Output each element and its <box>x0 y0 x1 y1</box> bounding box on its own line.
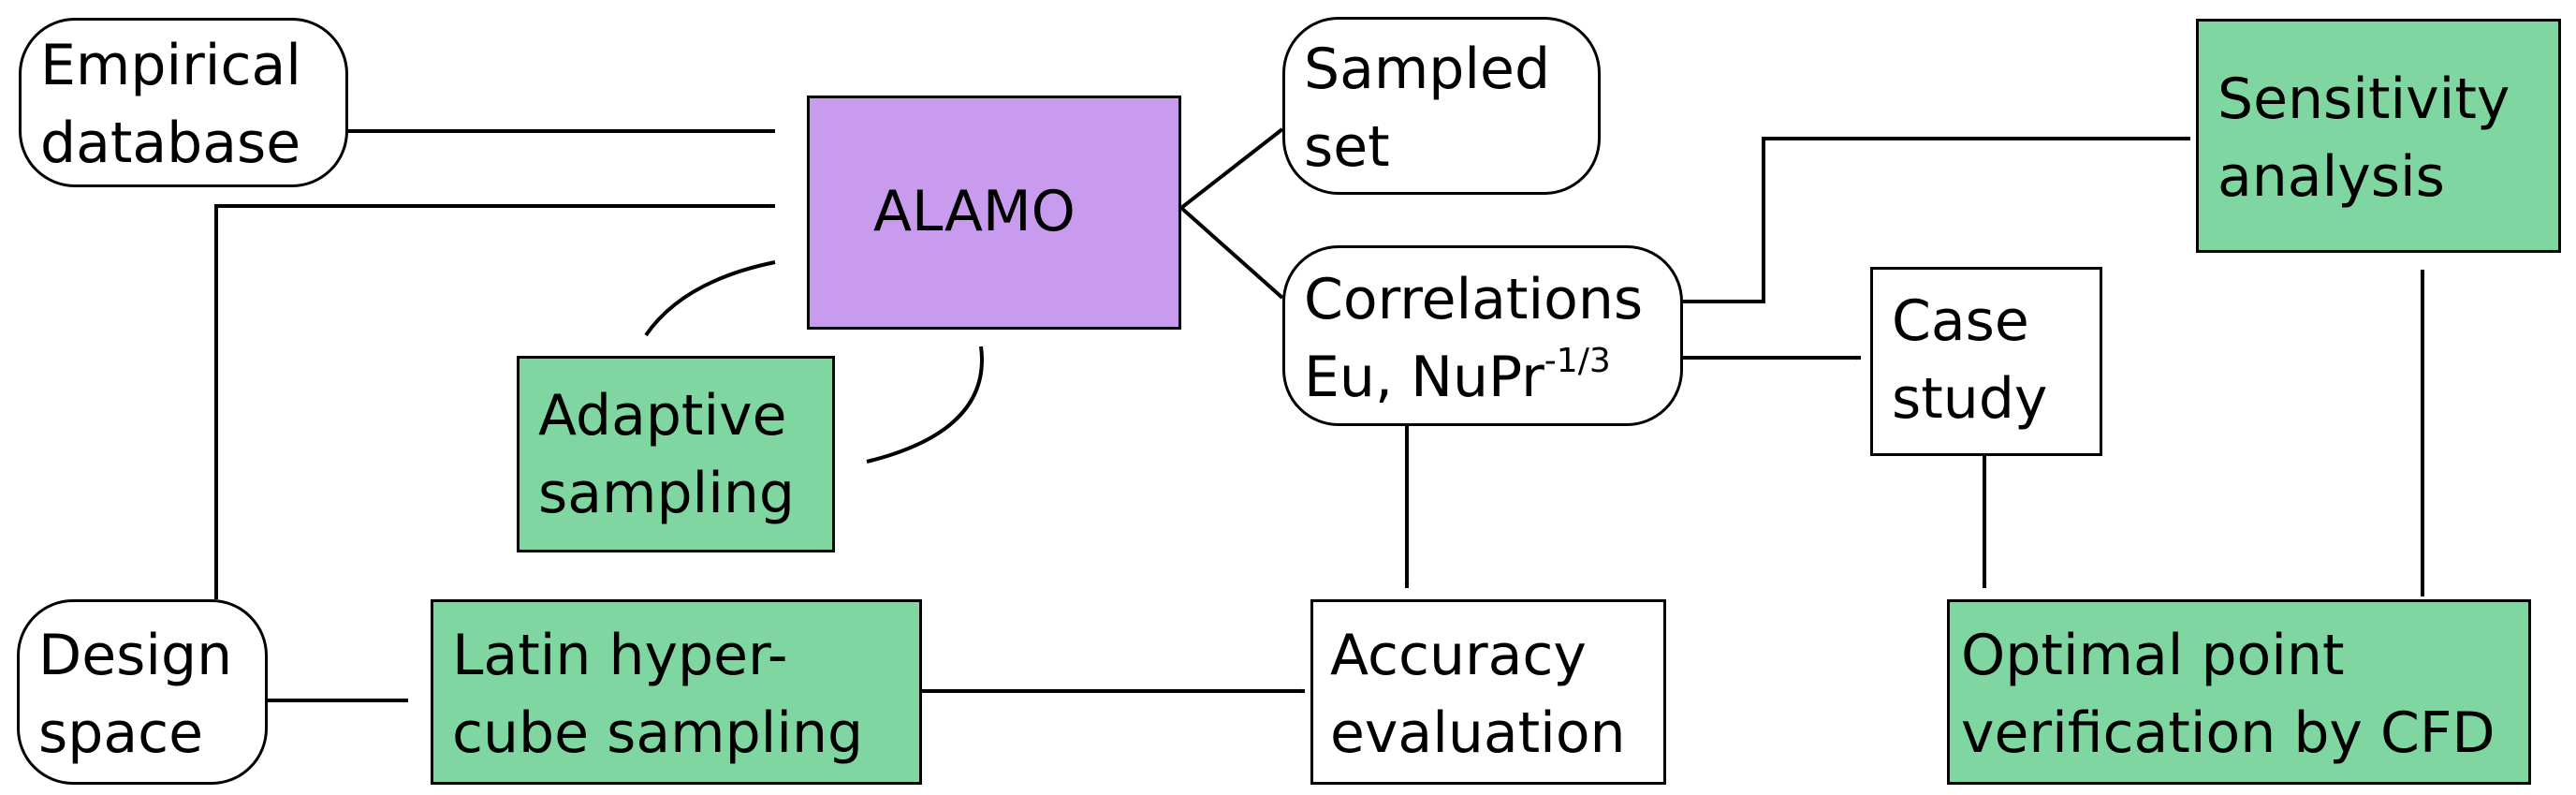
sampled-set-node: Sampled set <box>1282 17 1601 195</box>
sampled-line1: Sampled <box>1304 37 1551 102</box>
arrow-alamo-to-adaptive <box>866 346 984 464</box>
case-study-node: Case study <box>1870 267 2102 456</box>
sensitivity-line1: Sensitivity <box>2217 66 2510 132</box>
latin-line2: cube sampling <box>452 700 864 766</box>
correlations-node: Correlations Eu, NuPr-1/3 <box>1282 245 1683 426</box>
latin-hypercube-node: Latin hyper- cube sampling <box>431 599 922 785</box>
adaptive-line1: Adaptive <box>538 383 787 449</box>
arrow-adaptive-to-alamo <box>644 260 776 337</box>
arrow-design-to-alamo <box>214 203 775 599</box>
arrow-correlations-to-sensitivity <box>1683 136 2190 303</box>
case-line1: Case <box>1892 288 2029 354</box>
design-line2: space <box>38 700 204 766</box>
sensitivity-line2: analysis <box>2217 144 2445 210</box>
empirical-line2: database <box>40 110 301 176</box>
design-space-node: Design space <box>17 599 268 785</box>
accuracy-evaluation-node: Accuracy evaluation <box>1310 599 1666 785</box>
adaptive-line2: sampling <box>538 461 796 526</box>
empirical-database-node: Empirical database <box>19 18 348 187</box>
adaptive-sampling-node: Adaptive sampling <box>517 356 835 552</box>
alamo-label: ALAMO <box>873 179 1076 244</box>
accuracy-line2: evaluation <box>1330 700 1626 766</box>
correlations-formula: Eu, NuPr <box>1304 345 1544 410</box>
accuracy-line1: Accuracy <box>1330 623 1587 688</box>
empirical-line1: Empirical <box>40 33 301 98</box>
correlations-line2: Eu, NuPr-1/3 <box>1304 339 1680 424</box>
optimal-line2: verification by CFD <box>1961 700 2496 766</box>
sampled-line2: set <box>1304 114 1390 180</box>
design-line1: Design <box>38 623 233 688</box>
sensitivity-analysis-node: Sensitivity analysis <box>2196 19 2561 253</box>
case-line2: study <box>1892 366 2048 432</box>
latin-line1: Latin hyper- <box>452 623 788 688</box>
correlations-exponent: -1/3 <box>1544 342 1611 380</box>
alamo-node: ALAMO <box>807 96 1181 330</box>
line-alamo-to-sampled <box>1179 127 1284 210</box>
correlations-line1: Correlations <box>1304 267 1644 332</box>
optimal-line1: Optimal point <box>1961 623 2345 688</box>
optimal-verification-node: Optimal point verification by CFD <box>1947 599 2531 785</box>
line-alamo-to-correlations <box>1179 206 1284 300</box>
